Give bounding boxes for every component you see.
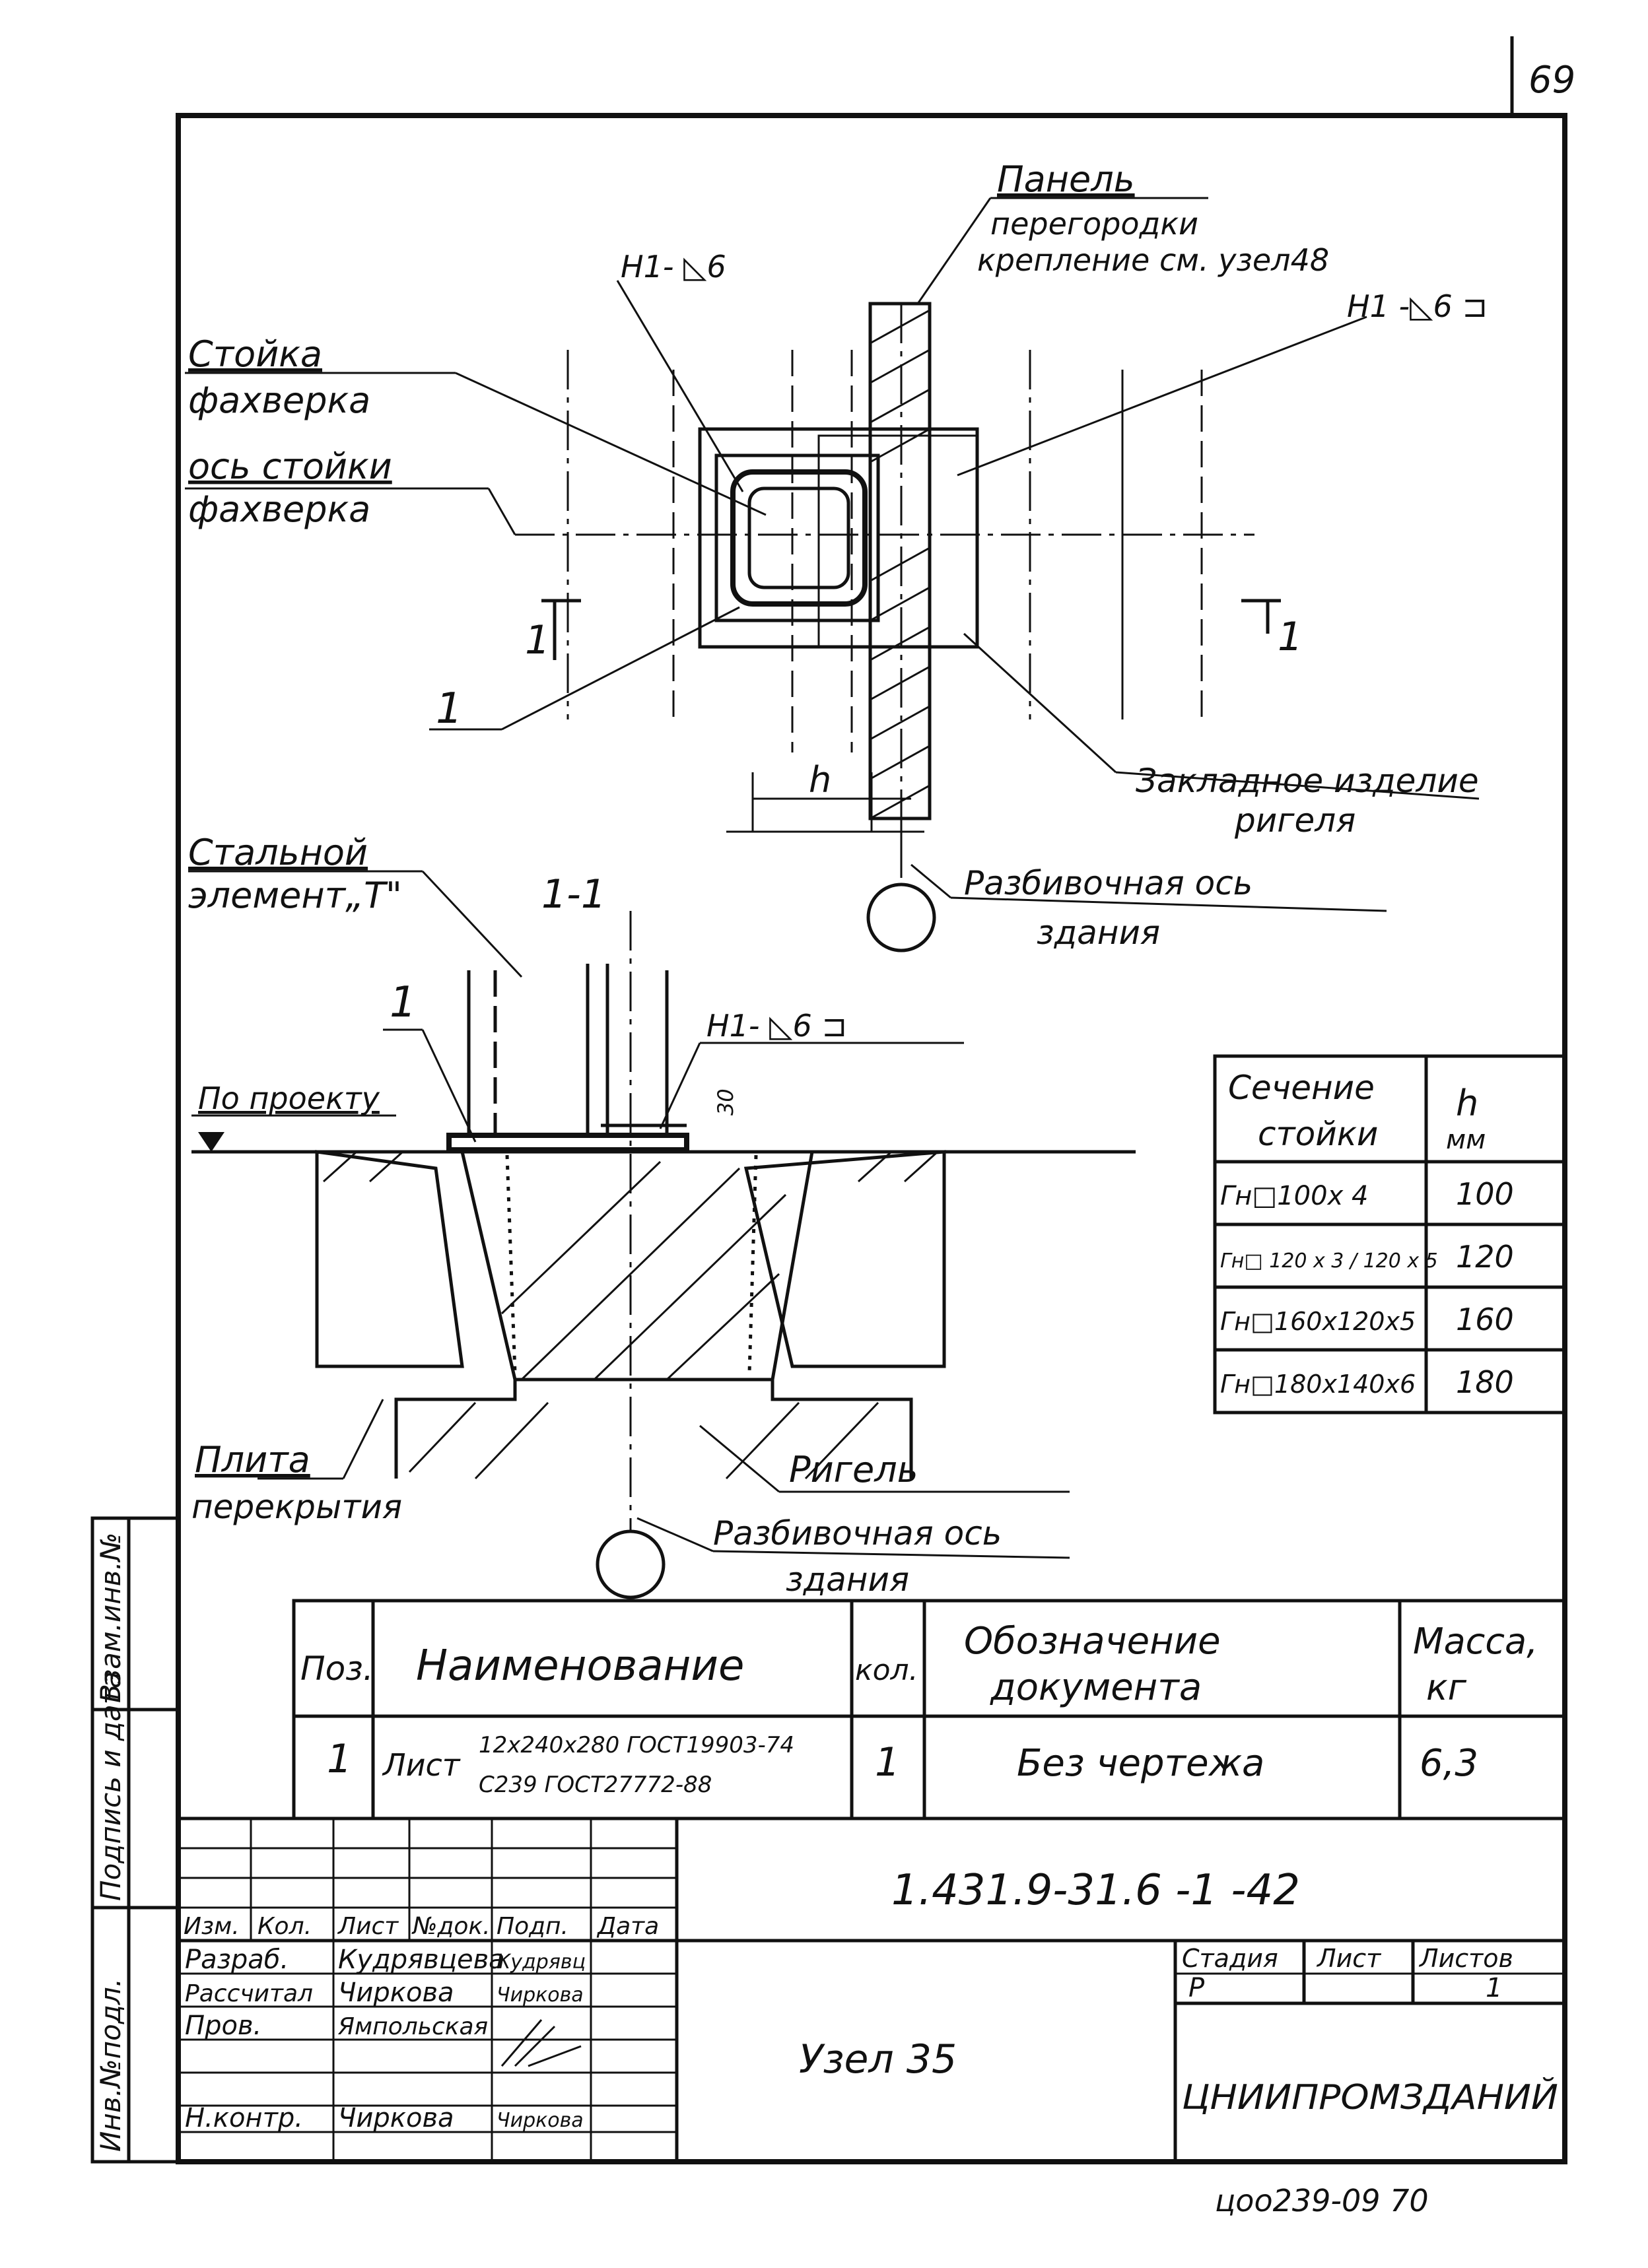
sheet-number: 69 xyxy=(1528,59,1575,102)
h-table-row-section: Гн□ 120 х 3 / 120 х 5 xyxy=(1220,1250,1438,1273)
post-label-2: фахверка xyxy=(188,380,370,421)
spec-header-pos: Поз. xyxy=(300,1650,374,1688)
title-col: Лист xyxy=(337,1913,399,1940)
spec-header-doc-2: документа xyxy=(990,1666,1202,1709)
node-title: Узел 35 xyxy=(799,2036,957,2083)
stage-value: Р xyxy=(1188,1973,1205,2003)
spec-row-name-line-1: 12х240х280 ГОСТ19903-74 xyxy=(479,1732,794,1758)
h-table-row-h: 160 xyxy=(1456,1302,1514,1337)
spec-header-doc-1: Обозначение xyxy=(964,1620,1221,1663)
beam-label: Ригель xyxy=(789,1449,918,1490)
steel-label-1: Стальной xyxy=(188,832,368,873)
plan-pos-callout: 1 xyxy=(436,684,463,733)
section-weld: Н1- ◺6 ⊐ xyxy=(706,1008,847,1044)
plan-view xyxy=(185,197,1480,952)
spec-row-qty: 1 xyxy=(875,1739,900,1785)
side-stamp-inv-no: Инв.№подл. xyxy=(94,1978,127,2152)
plan-grid-axis-2: здания xyxy=(1037,914,1160,952)
h-table-header-2a: h xyxy=(1456,1083,1478,1124)
panel-line-2: крепление см. узел48 xyxy=(977,242,1329,278)
spec-header-qty: кол. xyxy=(855,1653,918,1687)
plan-section-mark-right: 1 xyxy=(1278,614,1303,660)
section-title: 1-1 xyxy=(541,871,606,917)
spec-row-doc: Без чертежа xyxy=(1017,1742,1264,1785)
embedded-label-1: Закладное изделие xyxy=(1136,762,1479,800)
title-block-grid xyxy=(176,1817,1567,2164)
section-pos-callout: 1 xyxy=(390,978,417,1027)
spec-header-mass-2: кг xyxy=(1426,1667,1467,1708)
role-name: Чиркова xyxy=(338,1978,454,2008)
role-name: Ямпольская xyxy=(337,2013,488,2040)
archive-stamp: цоо239-09 70 xyxy=(1215,2183,1429,2218)
plan-weld-left: Н1- ◺6 xyxy=(621,249,726,284)
side-stamp-sign-date: Подпись и дата xyxy=(94,1671,127,1901)
h-table-row-section: Гн□160х120х5 xyxy=(1220,1307,1416,1336)
title-col: Кол. xyxy=(258,1913,312,1940)
plan-section-mark-left: 1 xyxy=(525,617,550,663)
h-table-header-1a: Сечение xyxy=(1228,1069,1375,1107)
axis-label-2: фахверка xyxy=(188,488,370,530)
h-table-row-h: 180 xyxy=(1456,1364,1514,1400)
role-label: Рассчитал xyxy=(185,1980,313,2007)
title-col: Изм. xyxy=(184,1913,240,1940)
section-grid-axis-1: Разбивочная ось xyxy=(713,1514,1002,1552)
organization: ЦНИИПРОМЗДАНИЙ xyxy=(1182,2077,1558,2118)
role-label: Пров. xyxy=(185,2011,261,2041)
h-table-grid xyxy=(1213,1054,1567,1415)
spec-row-name-line-2: С239 ГОСТ27772-88 xyxy=(479,1772,712,1798)
level-label: По проекту xyxy=(198,1081,380,1116)
panel-line-1: перегородки xyxy=(990,206,1198,242)
spec-row-pos: 1 xyxy=(327,1736,352,1782)
embedded-label-2: ригеля xyxy=(1234,801,1356,840)
spec-table-grid xyxy=(292,1599,1567,1820)
h-table-row-section: Гн□180х140х6 xyxy=(1220,1370,1416,1399)
axis-label-1: ось стойки xyxy=(188,446,392,487)
stage-label: Стадия xyxy=(1182,1944,1278,1973)
spec-row-mass: 6,3 xyxy=(1420,1742,1478,1785)
doc-code: 1.431.9-31.6 -1 -42 xyxy=(891,1866,1300,1915)
slab-label-1: Плита xyxy=(195,1439,310,1481)
post-label-1: Стойка xyxy=(188,333,322,375)
plan-grid-axis-1: Разбивочная ось xyxy=(964,864,1253,902)
role-sign: Чиркова xyxy=(497,2109,584,2132)
role-label: Н.контр. xyxy=(185,2103,303,2133)
role-label: Разраб. xyxy=(185,1945,289,1975)
role-name: Чиркова xyxy=(338,2103,454,2133)
spec-row-name: Лист xyxy=(382,1747,461,1783)
h-table-row-h: 120 xyxy=(1456,1239,1514,1275)
h-table-header-1b: стойки xyxy=(1258,1115,1378,1153)
panel-title: Панель xyxy=(997,158,1135,200)
h-table-row-section: Гн□100х 4 xyxy=(1220,1181,1368,1211)
sheets-label: Листов xyxy=(1418,1944,1513,1973)
title-col: Дата xyxy=(596,1913,659,1940)
steel-label-2: элемент„Т" xyxy=(188,875,402,916)
section-grid-axis-2: здания xyxy=(786,1560,909,1599)
spec-header-name: Наименование xyxy=(416,1642,744,1690)
side-stamp-replace: Взам.инв.№ xyxy=(94,1533,127,1703)
spec-header-mass-1: Масса, xyxy=(1413,1620,1538,1662)
sheet-label: Лист xyxy=(1316,1944,1382,1973)
h-table-header-2b: мм xyxy=(1446,1125,1486,1155)
role-sign: Кудрявц xyxy=(497,1951,586,1974)
title-col: №док. xyxy=(411,1913,491,1940)
role-sign: Чиркова xyxy=(497,1984,584,2007)
section-view xyxy=(188,870,1136,1599)
sheets-value: 1 xyxy=(1486,1973,1502,2003)
plan-h-dim: h xyxy=(809,759,831,801)
h-table-row-h: 100 xyxy=(1456,1176,1514,1212)
slab-label-2: перекрытия xyxy=(191,1488,402,1526)
title-col: Подп. xyxy=(497,1913,568,1940)
role-name: Кудрявцева xyxy=(338,1945,505,1975)
plan-weld-right: Н1 -◺6 ⊐ xyxy=(1347,288,1488,324)
dim-30: 30 xyxy=(713,1088,738,1116)
